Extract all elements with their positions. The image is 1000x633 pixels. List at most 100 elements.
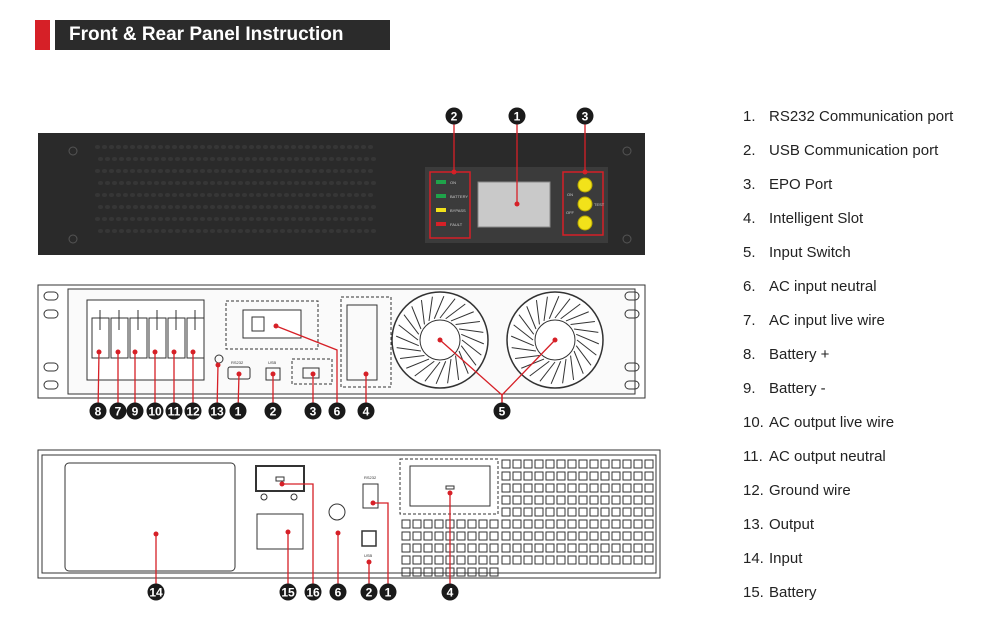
- callout-badge: [146, 402, 164, 420]
- callout-badge: [508, 107, 526, 125]
- callout-line: [275, 325, 338, 411]
- legend-item: 14.Input: [743, 549, 953, 583]
- legend-item: 8.Battery +: [743, 345, 953, 379]
- callout-dot: [552, 337, 558, 343]
- on-label: ON: [567, 192, 573, 197]
- callout-dot: [335, 530, 341, 536]
- legend-number: 10.: [743, 414, 764, 431]
- callout-marker: 2: [445, 107, 463, 175]
- callout-marker: 2: [264, 371, 282, 420]
- callout-badge: [304, 583, 322, 601]
- on-button[interactable]: [577, 177, 593, 193]
- legend-number: 13.: [743, 516, 764, 533]
- legend-number: 2.: [743, 142, 756, 159]
- callout-dot: [447, 490, 453, 496]
- legend-number: 4.: [743, 210, 756, 227]
- legend-number: 7.: [743, 312, 756, 329]
- callout-marker: 7: [109, 349, 127, 420]
- callout-number: 7: [115, 405, 122, 419]
- legend-item: 6.AC input neutral: [743, 277, 953, 311]
- led-label: BYPASS: [450, 208, 466, 213]
- callout-dot: [285, 529, 291, 535]
- legend-label: Battery -: [769, 380, 826, 397]
- callout-marker: 4: [441, 490, 459, 601]
- legend-item: 11.AC output neutral: [743, 447, 953, 481]
- legend-item: 4.Intelligent Slot: [743, 209, 953, 243]
- callout-dot: [370, 500, 376, 506]
- callout-badge: [360, 583, 378, 601]
- lcd-screen: [477, 181, 551, 228]
- rear-vent-grille: [401, 459, 654, 577]
- callout-badge: [445, 107, 463, 125]
- battery-cover: [64, 462, 236, 572]
- callout-badge: [184, 402, 202, 420]
- callout-dot: [437, 337, 443, 343]
- callout-badge: [229, 402, 247, 420]
- callout-number: 6: [335, 586, 342, 600]
- legend-number: 1.: [743, 108, 756, 125]
- legend-label: EPO Port: [769, 176, 833, 193]
- callout-line: [97, 351, 100, 412]
- test-button[interactable]: [577, 196, 593, 212]
- legend-label: AC output neutral: [769, 448, 886, 465]
- callout-badge: [441, 583, 459, 601]
- callout-number: 6: [334, 405, 341, 419]
- led-on: [436, 180, 446, 184]
- callout-badge: [264, 402, 282, 420]
- legend-number: 3.: [743, 176, 756, 193]
- callout-number: 1: [514, 110, 521, 124]
- legend-label: Battery: [769, 584, 817, 601]
- callout-marker: 14: [147, 531, 165, 601]
- legend-label: Ground wire: [769, 482, 851, 499]
- callout-dot: [451, 169, 457, 175]
- callout-marker: 15: [279, 529, 297, 601]
- legend-item: 13.Output: [743, 515, 953, 549]
- callout-badge: [357, 402, 375, 420]
- led-label: BATTERY: [450, 194, 468, 199]
- callout-badge: [165, 402, 183, 420]
- callout-line: [373, 502, 389, 592]
- callout-badge: [109, 402, 127, 420]
- callout-marker: 5: [437, 337, 558, 420]
- callout-marker: 11: [165, 349, 183, 420]
- callout-number: 2: [451, 110, 458, 124]
- callout-badge: [576, 107, 594, 125]
- off-button[interactable]: [577, 215, 593, 231]
- callout-dot: [366, 559, 372, 565]
- callout-dot: [96, 349, 102, 355]
- usb-label-2: USB: [364, 553, 373, 558]
- callout-number: 13: [210, 405, 224, 419]
- callout-marker: 13: [208, 362, 226, 420]
- callout-badge: [328, 402, 346, 420]
- callout-badge: [379, 583, 397, 601]
- legend-label: AC input neutral: [769, 278, 877, 295]
- callout-dot: [115, 349, 121, 355]
- front-vent-grille: [95, 145, 376, 233]
- callout-marker: 1: [508, 107, 526, 207]
- led-label: ON: [450, 180, 456, 185]
- callout-badge: [147, 583, 165, 601]
- led-indicator-group: [429, 171, 471, 239]
- callout-dot: [132, 349, 138, 355]
- callout-number: 3: [310, 405, 317, 419]
- callout-marker: 12: [184, 349, 202, 420]
- legend-item: 7.AC input live wire: [743, 311, 953, 345]
- title-accent: [35, 20, 50, 50]
- callout-number: 8: [95, 405, 102, 419]
- callout-dot: [190, 349, 196, 355]
- legend-item: 1.RS232 Communication port: [743, 107, 953, 141]
- callout-marker: 6: [273, 323, 346, 420]
- callout-number: 12: [186, 405, 200, 419]
- callout-number: 3: [582, 110, 589, 124]
- callout-marker: 1: [229, 371, 247, 420]
- callout-number: 2: [270, 405, 277, 419]
- callout-number: 5: [499, 405, 506, 419]
- legend-number: 9.: [743, 380, 756, 397]
- legend-number: 14.: [743, 550, 764, 567]
- rs232-label: RS232: [231, 360, 244, 365]
- callout-dot: [273, 323, 279, 329]
- callout-dot: [514, 201, 520, 207]
- legend-item: 3. EPO Port: [743, 175, 953, 209]
- led-fault: [436, 222, 446, 226]
